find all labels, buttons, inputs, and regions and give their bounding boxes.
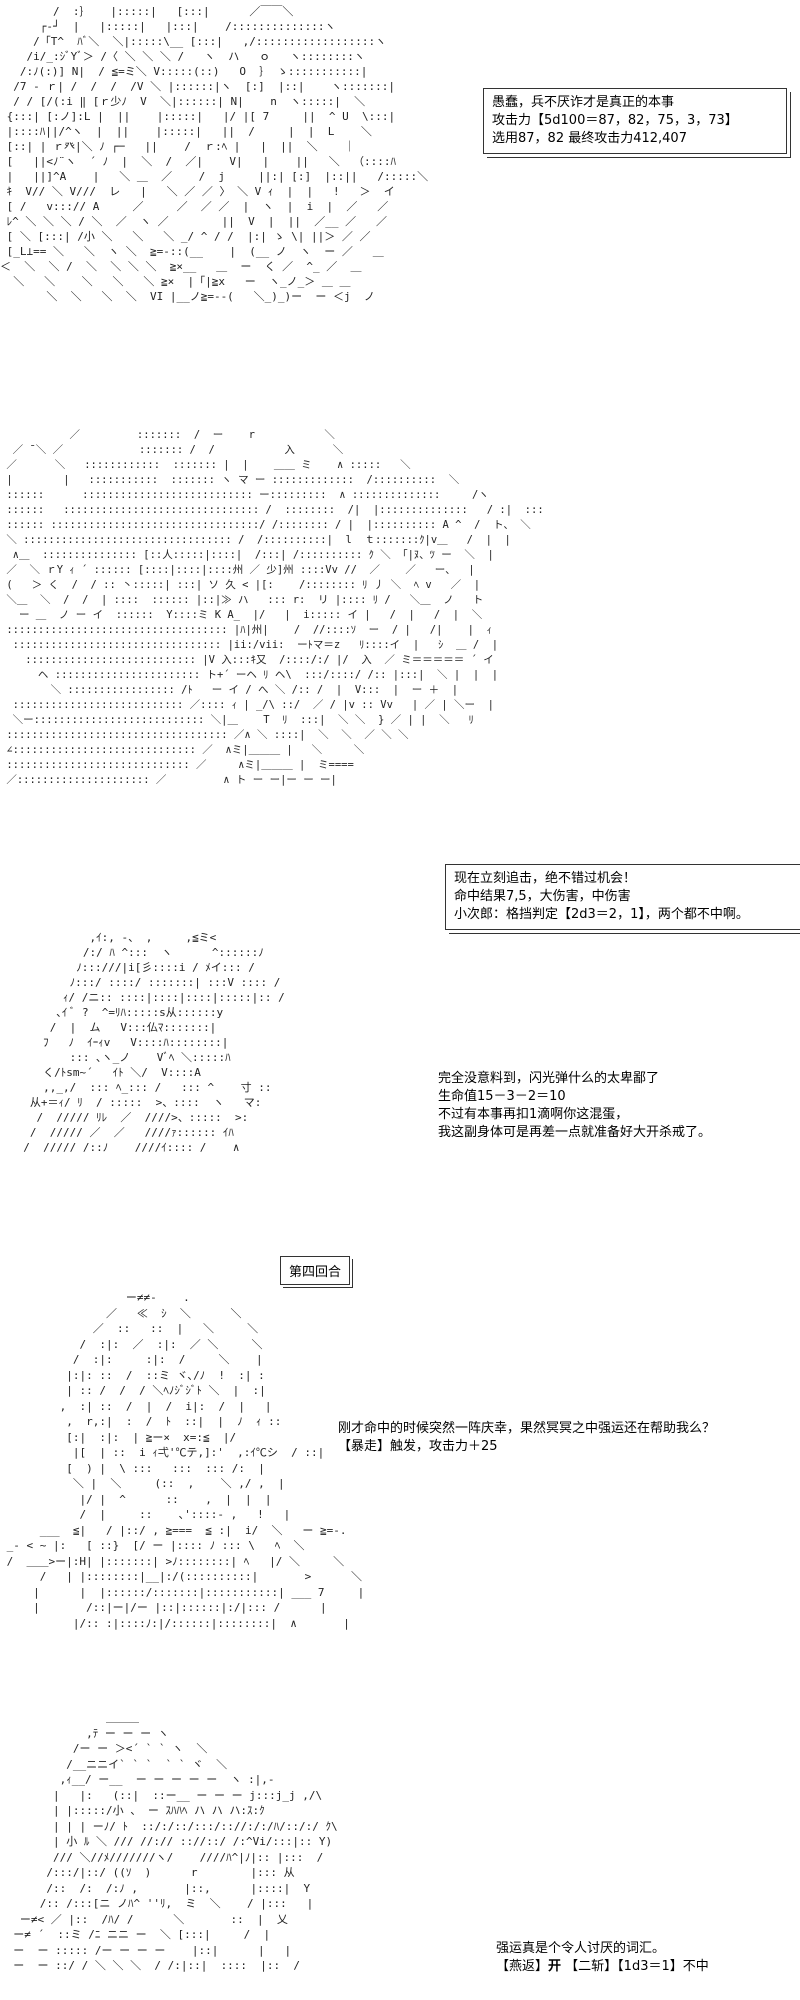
ascii-art-character-3: ,ｲ:, -、 , ,≦ミ< /:/ ﾊ ^::: ヽ ^::::::ﾉ ﾉ::…	[23, 931, 285, 1154]
ascii-art-character-1: / :｝ |:::::| [:::| ／￣￣＼ ┌-┘ | |:::::| |:…	[0, 5, 429, 303]
dialogue-box-1: 愚蠢，兵不厌诈才是真正的本事 攻击力【5d100＝87，82，75，3，73】 …	[483, 88, 787, 154]
narration-line: 【暴走】触发，攻击力＋25	[338, 1439, 498, 1454]
skill-result: 【二斩】【1d3＝1】不中	[565, 1959, 709, 1974]
narration-line: 生命值15－3－2＝10	[438, 1089, 566, 1104]
dialogue-line: 愚蠢，兵不厌诈才是真正的本事	[492, 95, 675, 110]
dialogue-line: 攻击力【5d100＝87，82，75，3，73】	[492, 113, 738, 128]
dialogue-line: 选用87，82 最终攻击力412,407	[492, 131, 687, 146]
narration-line: 完全没意料到，闪光弹什么的太卑鄙了	[438, 1071, 660, 1086]
round-header: 第四回合	[280, 1256, 351, 1285]
panel-3: ,ｲ:, -、 , ,≦ミ< /:/ ﾊ ^::: ヽ ^::::::ﾉ ﾉ::…	[0, 920, 800, 1240]
panel-2: ／ ::::::: / ー r ＼ ／ ̄ ＼ ／ ::::::: / / 入 …	[0, 420, 800, 930]
panel-1: / :｝ |:::::| [:::| ／￣￣＼ ┌-┘ | |:::::| |:…	[0, 0, 800, 420]
narration-4: 刚才命中的时候突然一阵庆幸，果然冥冥之中强运还在帮助我么？ 【暴走】触发，攻击力…	[338, 1420, 715, 1456]
narration-line: 我这副身体可是再差一点就准备好大开杀戒了。	[438, 1125, 712, 1140]
dialogue-box-2: 现在立刻追击，绝不错过机会！ 命中结果7,5，大伤害，中伤害 小次郎：格挡判定【…	[445, 864, 800, 930]
narration-3: 完全没意料到，闪光弹什么的太卑鄙了 生命值15－3－2＝10 不过有本事再扣1滴…	[438, 1070, 711, 1142]
narration-line: 刚才命中的时候突然一阵庆幸，果然冥冥之中强运还在帮助我么？	[338, 1421, 716, 1436]
narration-line: 不过有本事再扣1滴啊你这混蛋，	[438, 1107, 629, 1122]
dialogue-line: 现在立刻追击，绝不错过机会！	[454, 871, 637, 886]
ascii-art-character-4: ー≠≠- . ／ ≪ ｼ ＼ ＼ ／ :: :: | ＼ ＼ / :|: ／ :…	[6, 1291, 365, 1630]
narration-5: 强运真是个令人讨厌的词汇。 【燕返】开 【二斩】【1d3＝1】不中	[496, 1940, 709, 1976]
dialogue-line: 命中结果7,5，大伤害，中伤害	[454, 889, 631, 904]
skill-name: 【燕返】	[496, 1959, 549, 1974]
narration-line: 【燕返】开 【二斩】【1d3＝1】不中	[496, 1958, 709, 1976]
panel-5: ＿＿＿ ,ﾃ ー ー ー ヽ /ー ー ＞<´ ` ` ヽ ＼ /__ニニイ` …	[0, 1710, 800, 2000]
skill-activate: 开	[548, 1959, 562, 1974]
ascii-art-character-2: ／ ::::::: / ー r ＼ ／ ̄ ＼ ／ ::::::: / / 入 …	[6, 429, 544, 786]
narration-line: 强运真是个令人讨厌的词汇。	[496, 1941, 666, 1956]
dialogue-line: 小次郎：格挡判定【2d3＝2，1】，两个都不中啊。	[454, 907, 749, 922]
panel-4: ー≠≠- . ／ ≪ ｼ ＼ ＼ ／ :: :: | ＼ ＼ / :|: ／ :…	[0, 1290, 800, 1710]
ascii-art-character-5: ＿＿＿ ,ﾃ ー ー ー ヽ /ー ー ＞<´ ` ` ヽ ＼ /__ニニイ` …	[13, 1711, 338, 1972]
